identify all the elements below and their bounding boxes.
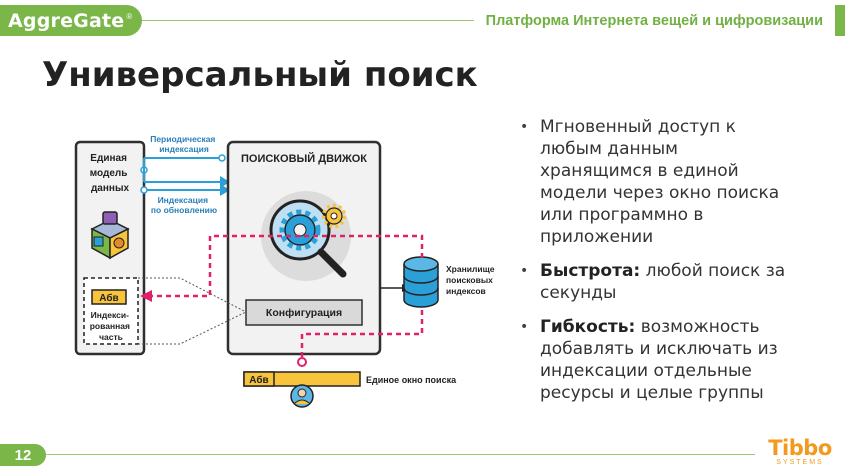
configuration-box [245, 299, 363, 326]
model-label-line1: Единая [90, 153, 127, 164]
user-avatar-icon [290, 384, 314, 408]
update-indexing-arrow [140, 184, 230, 196]
indexed-part-box [83, 277, 139, 345]
header-tagline: Платформа Интернета вещей и цифровизации [473, 5, 835, 36]
config-connector-lines [138, 277, 247, 345]
update-label-line2: по обновлению [151, 205, 217, 215]
logo: AggreGate ® [0, 5, 142, 36]
feature-list: •Мгновенный доступ к любым данным хранящ… [518, 116, 788, 416]
bullet-dot: • [520, 119, 529, 135]
config-label: Конфигурация [266, 307, 342, 319]
svg-text:Индексация по обновлению: Индексация по обновлению [151, 195, 217, 215]
header-accent-bar [835, 5, 845, 36]
svg-text:Индекси- рованная част: Индекси- рованная часть [90, 310, 133, 342]
update-label-line1: Индексация [158, 195, 209, 205]
search-bar-tag-text: Абв [249, 374, 268, 386]
indexed-tag [91, 289, 127, 305]
engine-label: ПОИСКОВЫЙ ДВИЖОК [241, 152, 367, 165]
page-number: 12 [0, 444, 46, 466]
storage-label-line3: индексов [446, 286, 486, 296]
svg-text:Хранилище поисковых ин: Хранилище поисковых индексов [446, 264, 497, 296]
logo-registered-mark: ® [126, 12, 133, 21]
index-storage-icon [403, 256, 439, 308]
indexed-label-line3: часть [99, 332, 123, 342]
indexed-tag-text: Абв [99, 292, 118, 304]
storage-label-line1: Хранилище [446, 264, 495, 274]
logo-text: AggreGate [8, 9, 125, 32]
list-item: •Гибкость: возможность добавлять и исклю… [520, 317, 778, 403]
model-label-line2: модель [90, 168, 128, 179]
indexed-label-line2: рованная [90, 321, 130, 331]
svg-text:Единая модель данных: Единая модель данных [90, 153, 130, 194]
data-model-cube-icon [90, 211, 130, 260]
search-bar-tag [243, 371, 275, 387]
list-item: •Быстрота: любой поиск за секунды [520, 261, 786, 303]
search-diagram: Единая модель данных Абв Индекси- рованн… [74, 134, 497, 408]
storage-label-line2: поисковых [446, 275, 493, 285]
svg-text:Периодическая индексация: Периодическая индексация [150, 134, 218, 154]
periodic-label-line2: индексация [159, 144, 209, 154]
search-flow-path [140, 234, 424, 367]
periodic-indexing-arrow [140, 154, 230, 188]
footer-divider [46, 454, 755, 455]
page-title: Универсальный поиск [42, 55, 478, 95]
search-window-label: Единое окно поиска [366, 375, 457, 385]
tibbo-logo-sub: SYSTEMS [776, 459, 824, 466]
bullet-dot: • [520, 319, 529, 335]
list-item: •Мгновенный доступ к любым данным хранящ… [520, 117, 780, 247]
model-label-line3: данных [91, 183, 130, 194]
periodic-label-line1: Периодическая [150, 134, 215, 144]
bullet-dot: • [520, 263, 529, 279]
header-tagline-text: Платформа Интернета вещей и цифровизации [485, 12, 823, 29]
indexed-label-line1: Индекси- [91, 310, 129, 320]
tibbo-logo: Tibbo SYSTEMS [767, 437, 833, 467]
tibbo-logo-name: Tibbo [768, 436, 832, 460]
